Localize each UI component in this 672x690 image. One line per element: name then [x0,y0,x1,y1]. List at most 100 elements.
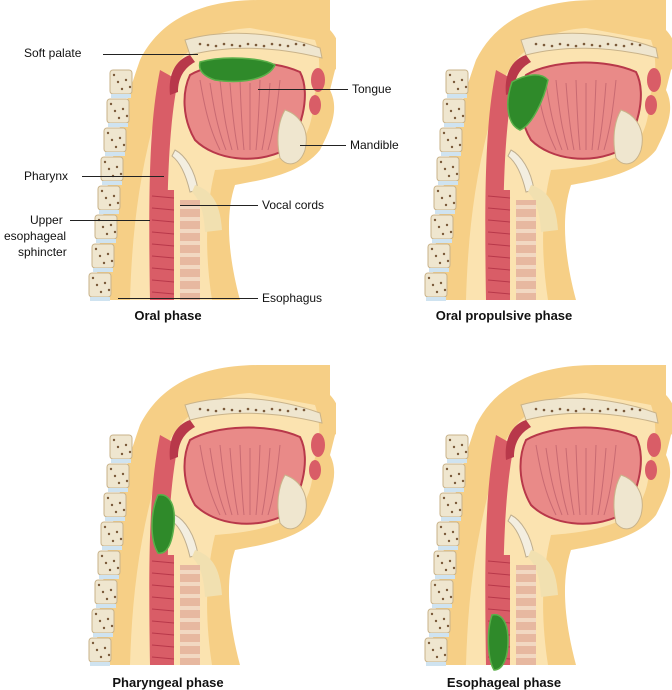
intervertebral-disc [108,123,128,127]
tracheal-ring [516,606,536,610]
trachea [180,565,200,665]
bone-speck [117,481,121,485]
bone-speck [446,624,450,628]
tracheal-ring [180,289,200,293]
bone-speck [461,114,465,118]
vertebra [427,608,451,634]
bone-speck [464,450,468,454]
esophagus-fold [151,584,175,588]
intervertebral-disc [93,633,113,637]
bone-speck [206,408,210,412]
head-cross-section [88,0,336,301]
tracheal-ring [516,241,536,245]
vertebra [97,185,121,211]
bone-speck [118,501,122,505]
bone-speck [103,525,107,529]
bone-speck [106,252,110,256]
tracheal-ring [180,582,200,586]
bone-speck [106,131,110,135]
bone-speck [622,409,626,413]
bone-speck [614,408,618,412]
bone-speck [435,655,439,659]
tracheal-ring [516,277,536,281]
head-cross-section [424,0,672,301]
vertebra [427,243,451,269]
tongue-fiber [261,447,271,516]
esophagus-fold [151,620,175,624]
bone-speck [206,43,210,47]
tongue-fiber [255,79,261,151]
bone-speck [427,641,431,645]
bone-speck [302,408,306,412]
tracheal-ring [180,205,200,209]
tracheal-ring [516,570,536,574]
vertebra [88,272,112,298]
intervertebral-disc [108,488,128,492]
tracheal-ring [180,277,200,281]
bone-speck [443,288,447,292]
tongue-fiber [535,444,557,516]
bone-speck [122,508,126,512]
tracheal-ring [180,618,200,622]
tongue-fiber [565,82,575,151]
bone-speck [106,496,110,500]
panel-caption: Oral phase [134,308,202,323]
bone-speck [638,408,642,412]
intervertebral-disc [447,459,467,463]
bone-speck [113,474,117,478]
mandible [613,474,643,530]
bone-speck [449,230,453,234]
bone-speck [430,612,434,616]
esophagus-fold [151,632,175,636]
tracheal-ring [516,205,536,209]
lips [309,460,321,480]
bone-speck [443,653,447,657]
larynx [192,185,222,232]
bone-speck [198,407,202,411]
bone-speck [98,619,102,623]
vertebra [430,579,454,605]
bone-speck [110,503,114,507]
bone-speck [439,160,443,164]
bone-speck [452,201,456,205]
label-soft-palate: Soft palate [24,46,82,60]
esophagus-fold [151,608,175,612]
vertebra [439,127,463,153]
esophagus-fold [151,207,175,211]
bone-speck [427,276,431,280]
tracheal-ring [516,642,536,646]
anatomy-group [88,0,336,301]
bone-speck [542,43,546,47]
bone-speck [222,42,226,46]
esophagus-fold [151,560,175,564]
anatomy-group [88,365,336,666]
tracheal-ring [180,654,200,658]
bone-speck [451,530,455,534]
tracheal-ring [180,630,200,634]
tracheal-ring [180,253,200,257]
food-bolus [198,57,276,83]
vertebra [433,550,457,576]
bone-speck [128,450,132,454]
bone-speck [448,194,452,198]
bone-speck [435,290,439,294]
vertebra [88,637,112,663]
vertebra [100,521,124,547]
vertebra [103,127,127,153]
bone-speck [111,539,115,543]
bone-speck [115,165,119,169]
vertebra [433,185,457,211]
vertebra [97,550,121,576]
tracheal-ring [180,265,200,269]
bone-speck [454,136,458,140]
esophagus-fold [151,291,175,295]
bone-speck [449,474,453,478]
tracheal-ring [180,570,200,574]
anatomy-group [424,0,672,301]
tongue-fiber [603,79,617,151]
tracheal-ring [516,618,536,622]
tracheal-ring [180,642,200,646]
esophagus-fold [487,267,511,271]
leader-pharynx [82,176,164,177]
bone-speck [124,443,128,447]
